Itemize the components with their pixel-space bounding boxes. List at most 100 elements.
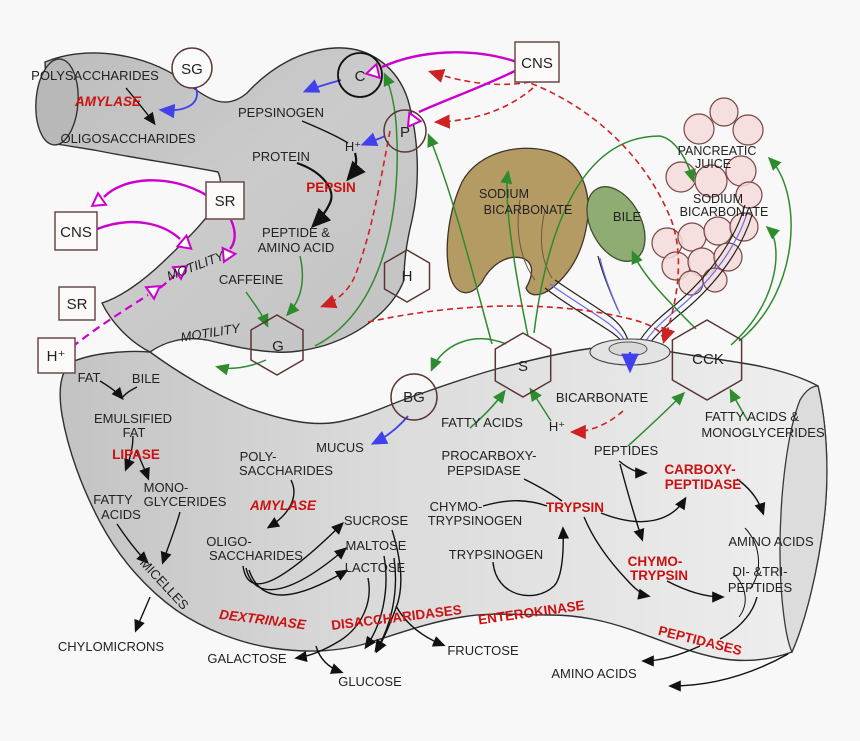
arrow-hplus-to-pepsin	[346, 152, 366, 182]
label-mucus: MUCUS	[316, 440, 364, 455]
label-procarboxy: PROCARBOXY-	[442, 448, 537, 463]
label-pancreatic: PANCREATIC	[678, 144, 757, 158]
nerve-terminal-triangle	[90, 191, 108, 208]
label-protein: PROTEIN	[252, 149, 310, 164]
arrow-trypsin-action	[583, 516, 651, 600]
label-bicarbonate-mid: BICARBONATE	[556, 390, 649, 405]
h-label: H	[402, 268, 413, 285]
g-label: G	[272, 338, 284, 355]
s-label: S	[518, 358, 528, 375]
arrow-oligo-to-sucrose	[242, 522, 344, 585]
arrow-oligo-to-lactose	[248, 569, 349, 596]
blue-p-secretion	[360, 132, 386, 147]
label-polysaccharides: POLYSACCHARIDES	[31, 68, 159, 83]
s-cell-hexagon	[494, 332, 552, 398]
label-peptide-amp: PEPTIDE &	[262, 225, 330, 240]
arrow-to-aminoacids-bottom	[668, 653, 789, 692]
label-glycerides: GLYCERIDES	[144, 494, 227, 509]
label-amino-acid: AMINO ACID	[258, 240, 335, 255]
red-feedback-to-g	[320, 130, 391, 309]
green-s-to-liver	[500, 170, 529, 337]
arrow-chymotrypsin-action	[666, 580, 725, 603]
label-acids: ACIDS	[101, 507, 141, 522]
green-g-to-c	[314, 72, 398, 347]
arrow-poly-to-oligo	[125, 87, 156, 126]
label-chymo-red: CHYMO-	[628, 554, 683, 569]
p-label: P	[400, 124, 410, 141]
c-cell	[337, 52, 383, 98]
nerve-terminal-triangle	[144, 284, 162, 301]
label-oligosaccharides: OLIGOSACCHARIDES	[60, 131, 195, 146]
label-oligo: OLIGO-	[206, 534, 252, 549]
h-cell-hexagon	[383, 249, 431, 303]
stimulation-arrows	[215, 72, 792, 447]
nerve-terminal-triangle	[221, 246, 238, 264]
label-carboxy: CARBOXY-	[664, 462, 735, 477]
intestine-end-cap	[779, 385, 828, 654]
nerve-cns-left-to-wall	[96, 220, 181, 240]
pancreatic-duct-outline	[645, 214, 753, 349]
pancreas-acinus	[678, 270, 704, 296]
label-glucose: GLUCOSE	[338, 674, 402, 689]
arrow-trypsinogen-to-trypsin	[492, 526, 570, 597]
reaction-arrows	[99, 87, 789, 692]
label-liver-sodium: SODIUM	[479, 187, 529, 201]
arrow-fatty-to-micelles	[116, 523, 149, 564]
cck-cell-hexagon	[671, 319, 743, 401]
duodenal-papilla-opening	[608, 341, 648, 357]
nerve-terminal-triangle	[364, 62, 381, 80]
sg-cell	[171, 47, 213, 89]
green-g-to-motility	[215, 359, 267, 376]
arrow-mono-to-micelles	[160, 511, 181, 565]
label-galactose: GALACTOSE	[207, 651, 287, 666]
intestine-wall-texture	[744, 527, 760, 590]
sr-box-top	[205, 181, 245, 220]
label-emulsified: EMULSIFIED	[94, 411, 172, 426]
label-oligo-saccharides: SACCHARIDES	[209, 548, 303, 563]
arrow-carboxypeptidase-to-aminoacids	[736, 478, 766, 516]
cns-box-top	[514, 41, 560, 83]
label-fatty-acids-mid: FATTY ACIDS	[441, 415, 523, 430]
liver-texture	[540, 209, 553, 279]
label-bile-fat: BILE	[132, 371, 161, 386]
label-hplus-mid: H⁺	[549, 419, 565, 434]
g-cell-hexagon	[250, 314, 304, 376]
arrow-hook-to-glucose	[315, 645, 344, 674]
cns-box-left	[54, 211, 98, 251]
green-peptide-to-g	[285, 255, 304, 317]
nerve-hplus-dashed	[71, 294, 149, 348]
label-trypsinogen2: TRYPSINOGEN	[428, 513, 522, 528]
label-pepsin: PEPSIN	[306, 180, 356, 195]
nerve-cns-to-p	[418, 68, 518, 114]
pancreas-acinus	[709, 97, 739, 127]
label-amylase-stomach: AMYLASE	[74, 94, 142, 109]
c-label: C	[355, 68, 366, 85]
label-lipase: LIPASE	[112, 447, 160, 462]
pancreas-acinus	[703, 216, 733, 246]
curve-procarboxy-to-trypsin	[523, 478, 563, 502]
blue-sg-secretion	[158, 87, 198, 119]
green-fattyacids-to-s	[469, 389, 506, 429]
sr-top-label: SR	[215, 193, 236, 210]
nerve-terminal-triangle	[171, 264, 189, 281]
sr-box-left	[58, 286, 96, 321]
pancreas-acinus	[732, 114, 764, 146]
nerve-cns-to-c	[381, 51, 518, 69]
label-lactose: LACTOSE	[345, 560, 406, 575]
cns-left-label: CNS	[60, 224, 92, 241]
hplus-box	[37, 337, 76, 374]
green-caffeine-to-g	[245, 291, 269, 328]
arrow-trypsin-to-carboxypeptidase	[600, 496, 687, 523]
pancreatic-duct-outline	[637, 204, 746, 345]
arrow-fat-to-emulsified	[99, 380, 124, 401]
red-cns-to-papilla	[521, 79, 680, 345]
red-to-p-cell	[433, 87, 534, 129]
label-pancreas-bicarbonate: BICARBONATE	[680, 205, 769, 219]
label-mono: MONO-	[144, 480, 189, 495]
label-pancreas-sodium: SODIUM	[693, 192, 743, 206]
arrow-protein-to-peptide	[296, 161, 333, 229]
bile-duct-outline	[554, 279, 631, 349]
arrow-lactose-to-galactose	[294, 577, 370, 663]
